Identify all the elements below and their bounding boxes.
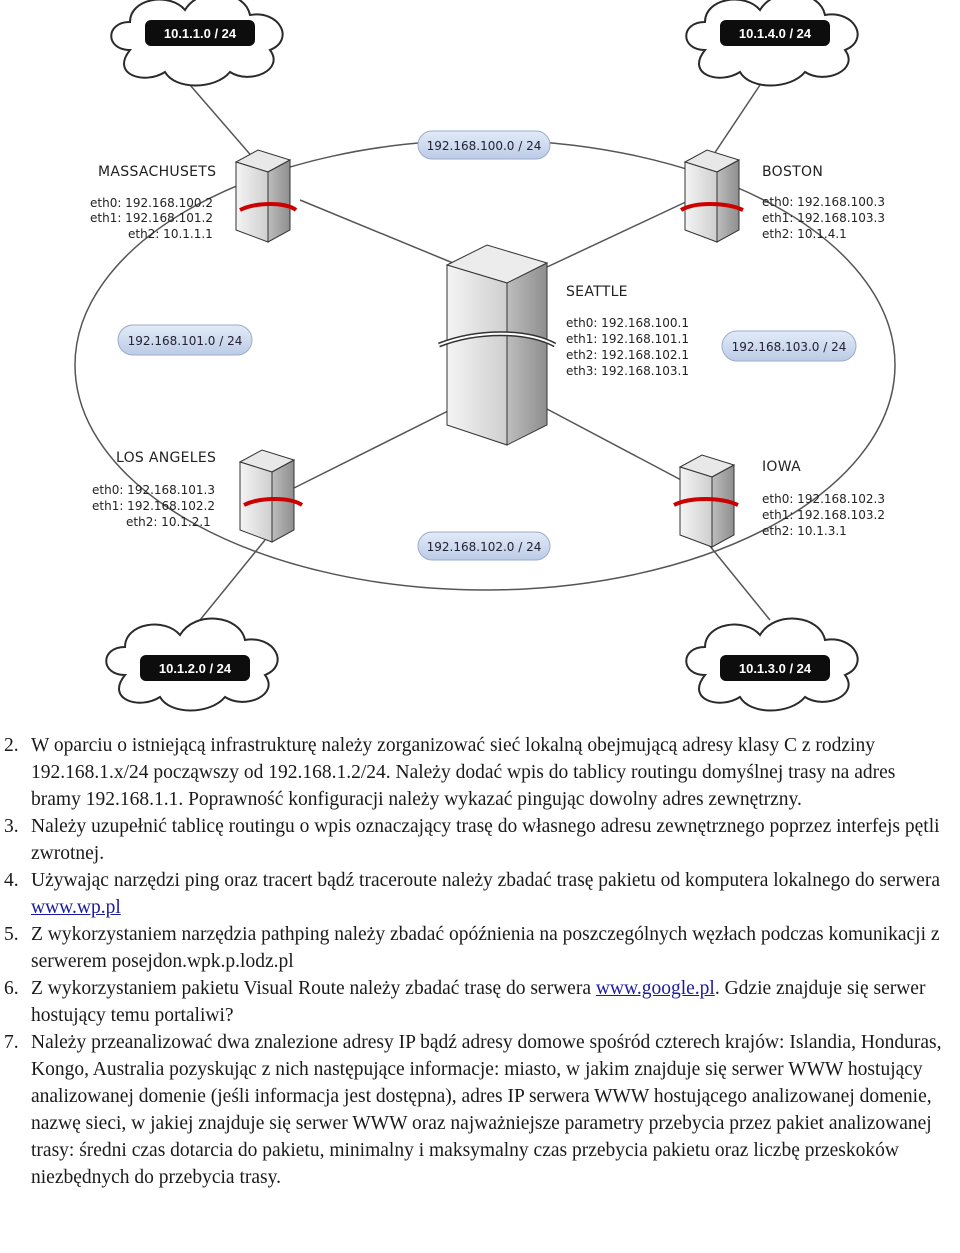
svg-text:eth0: 192.168.100.3: eth0: 192.168.100.3 [762, 195, 885, 209]
router-los-angeles-icon [238, 449, 304, 543]
subnet-bottom: 192.168.102.0 / 24 [417, 531, 551, 561]
cloud-bottom-left: 10.1.2.0 / 24 [105, 617, 279, 712]
svg-text:eth1: 192.168.103.3: eth1: 192.168.103.3 [762, 211, 885, 225]
cloud-links [189, 84, 771, 621]
svg-text:192.168.101.0 / 24: 192.168.101.0 / 24 [128, 334, 243, 348]
svg-text:eth2: 10.1.4.1: eth2: 10.1.4.1 [762, 227, 847, 241]
svg-text:192.168.100.0 / 24: 192.168.100.0 / 24 [427, 139, 542, 153]
subnet-right: 192.168.103.0 / 24 [721, 330, 857, 362]
svg-text:eth1: 192.168.102.2: eth1: 192.168.102.2 [92, 499, 215, 513]
router-iowa-labels: IOWA eth0: 192.168.102.3 eth1: 192.168.1… [762, 459, 885, 538]
cloud-top-right-label: 10.1.4.0 / 24 [739, 26, 812, 41]
svg-text:eth0: 192.168.100.2: eth0: 192.168.100.2 [90, 196, 213, 210]
task-text: W oparciu o istniejącą infrastrukturę na… [31, 735, 896, 810]
cloud-bottom-right: 10.1.3.0 / 24 [685, 617, 859, 712]
svg-text:192.168.102.0 / 24: 192.168.102.0 / 24 [427, 540, 542, 554]
task-text: Należy przeanalizować dwa znalezione adr… [31, 1032, 942, 1188]
svg-text:SEATTLE: SEATTLE [566, 284, 628, 300]
svg-text:LOS ANGELES: LOS ANGELES [116, 450, 216, 466]
cloud-bottom-left-label: 10.1.2.0 / 24 [159, 661, 232, 676]
task-number: 7. [4, 1032, 19, 1053]
subnet-top: 192.168.100.0 / 24 [417, 130, 551, 160]
router-seattle-labels: SEATTLE eth0: 192.168.100.1 eth1: 192.16… [566, 284, 689, 378]
task-text: Używając narzędzi ping oraz tracert bądź… [31, 870, 940, 891]
svg-text:eth2: 10.1.1.1: eth2: 10.1.1.1 [128, 227, 213, 241]
task-item: 7. Należy przeanalizować dwa znalezione … [0, 1029, 960, 1191]
task-number: 3. [4, 816, 19, 837]
svg-text:eth2: 10.1.2.1: eth2: 10.1.2.1 [126, 515, 211, 529]
cloud-top-left: 10.1.1.0 / 24 [110, 0, 284, 87]
router-boston-labels: BOSTON eth0: 192.168.100.3 eth1: 192.168… [762, 164, 885, 241]
task-number: 6. [4, 978, 19, 999]
router-massachusets-labels: MASSACHUSETS eth0: 192.168.100.2 eth1: 1… [90, 164, 216, 241]
task-item: 4. Używając narzędzi ping oraz tracert b… [0, 867, 960, 921]
router-seattle-icon [438, 244, 557, 446]
task-text-container: Z wykorzystaniem pakietu Visual Route na… [31, 975, 960, 1029]
router-los-angeles-labels: LOS ANGELES eth0: 192.168.101.3 eth1: 19… [92, 450, 216, 529]
task-text-after: . Gdzie znajduje się serwer hostujący te… [31, 978, 926, 1026]
svg-text:IOWA: IOWA [762, 459, 801, 475]
cloud-top-right: 10.1.4.0 / 24 [685, 0, 859, 87]
svg-text:eth3: 192.168.103.1: eth3: 192.168.103.1 [566, 364, 689, 378]
task-list: 2. W oparciu o istniejącą infrastrukturę… [0, 732, 960, 1191]
svg-text:192.168.103.0 / 24: 192.168.103.0 / 24 [732, 340, 847, 354]
cloud-top-left-label: 10.1.1.0 / 24 [164, 26, 237, 41]
task-number: 4. [4, 870, 19, 891]
subnet-left: 192.168.101.0 / 24 [117, 324, 253, 356]
router-boston-icon [680, 149, 744, 243]
svg-text:eth1: 192.168.101.2: eth1: 192.168.101.2 [90, 211, 213, 225]
task-item: 5. Z wykorzystaniem narzędzia pathping n… [0, 921, 960, 975]
svg-text:eth1: 192.168.101.1: eth1: 192.168.101.1 [566, 332, 689, 346]
svg-text:MASSACHUSETS: MASSACHUSETS [98, 164, 216, 180]
router-iowa-icon [673, 454, 739, 548]
task-text: Należy uzupełnić tablicę routingu o wpis… [31, 816, 940, 864]
center-links [289, 199, 701, 491]
link-wp[interactable]: www.wp.pl [31, 897, 121, 918]
cloud-bottom-right-label: 10.1.3.0 / 24 [739, 661, 812, 676]
router-massachusets-icon [234, 149, 298, 243]
task-text: Z wykorzystaniem narzędzia pathping nale… [31, 924, 940, 972]
svg-text:eth0: 192.168.100.1: eth0: 192.168.100.1 [566, 316, 689, 330]
task-item: 2. W oparciu o istniejącą infrastrukturę… [0, 732, 960, 813]
task-item: 6. Z wykorzystaniem pakietu Visual Route… [0, 975, 960, 1029]
svg-text:eth0: 192.168.101.3: eth0: 192.168.101.3 [92, 483, 215, 497]
svg-text:eth0: 192.168.102.3: eth0: 192.168.102.3 [762, 492, 885, 506]
task-number: 2. [4, 735, 19, 756]
task-text-container: Używając narzędzi ping oraz tracert bądź… [31, 867, 960, 921]
svg-text:BOSTON: BOSTON [762, 164, 823, 180]
task-number: 5. [4, 924, 19, 945]
task-item: 3. Należy uzupełnić tablicę routingu o w… [0, 813, 960, 867]
svg-text:eth2: 10.1.3.1: eth2: 10.1.3.1 [762, 524, 847, 538]
task-text: Z wykorzystaniem pakietu Visual Route na… [31, 978, 596, 999]
svg-text:eth2: 192.168.102.1: eth2: 192.168.102.1 [566, 348, 689, 362]
network-diagram: 10.1.1.0 / 24 10.1.4.0 / 24 10.1.2.0 / 2… [74, 0, 896, 712]
svg-text:eth1: 192.168.103.2: eth1: 192.168.103.2 [762, 508, 885, 522]
link-google[interactable]: www.google.pl [595, 978, 715, 999]
